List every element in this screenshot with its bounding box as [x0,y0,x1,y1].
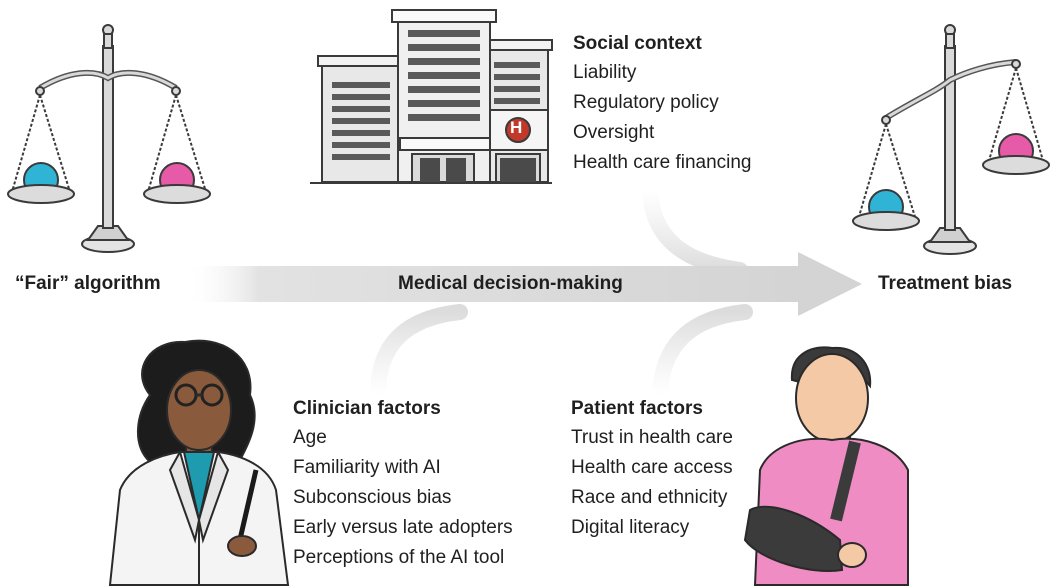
group-item: Liability [573,62,637,83]
balanced-scale-icon [7,24,211,253]
group-item: Familiarity with AI [293,457,441,478]
group-item: Subconscious bias [293,487,452,508]
social-influence-curve [642,182,748,278]
clinician-figure-icon [108,339,290,586]
group-item: Health care access [571,457,733,478]
end-label: Treatment bias [878,273,1013,294]
group-title: Clinician factors [293,398,441,419]
social-context-group: Social context Liability Regulatory poli… [573,33,752,178]
tilted-scale-icon [852,24,1050,255]
group-item: Early versus late adopters [293,517,513,538]
group-item: Regulatory policy [573,92,719,113]
group-item: Oversight [573,122,655,143]
group-item: Digital literacy [571,517,690,538]
group-title: Social context [573,33,702,54]
patient-figure-icon [743,346,909,586]
group-item: Perceptions of the AI tool [293,547,505,568]
patient-influence-curve [652,304,753,403]
clinician-factors-group: Clinician factors Age Familiarity with A… [293,398,513,573]
hospital-building-icon [310,9,553,184]
start-label: “Fair” algorithm [15,273,161,294]
group-title: Patient factors [571,398,703,419]
decision-arrow [185,252,862,316]
group-item: Race and ethnicity [571,487,728,508]
clinician-influence-curve [370,304,468,403]
group-item: Age [293,427,327,448]
group-item: Trust in health care [571,427,733,448]
patient-factors-group: Patient factors Trust in health care Hea… [571,398,733,543]
group-item: Health care financing [573,152,752,173]
hospital-sign-letter: H [510,118,523,137]
arrow-label: Medical decision-making [398,273,623,294]
